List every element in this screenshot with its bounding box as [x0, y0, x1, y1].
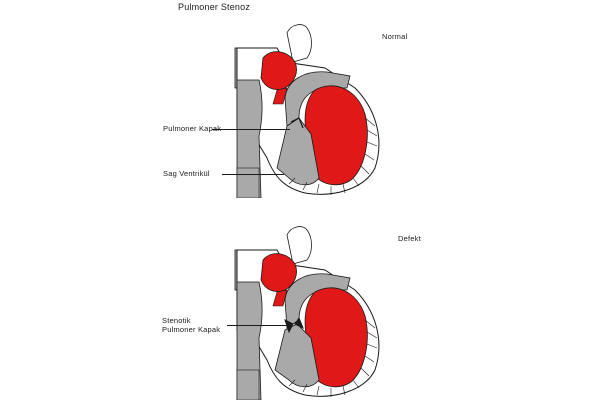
inferior-vena-cava [236, 167, 260, 198]
normal-heart-illustration [234, 24, 380, 198]
left-atrium [260, 253, 297, 292]
myocardium-striations [288, 117, 378, 195]
aorta [286, 24, 312, 63]
left-atrium [260, 51, 297, 90]
pulmonary-valve-leader-line [212, 129, 290, 130]
left-ventricle [304, 85, 368, 186]
stenotic-valve-leader-line [227, 325, 287, 326]
stenotic-valve-label-line1: Stenotik [162, 316, 191, 325]
normal-caption: Normal [382, 32, 408, 41]
stenotic-valve-label-line2: Pulmoner Kapak [162, 325, 221, 334]
defect-caption: Defekt [398, 234, 421, 243]
right-ventricle [274, 323, 320, 388]
pulmonary-vein [272, 87, 288, 105]
myocardium-striations [288, 319, 378, 397]
right-ventricle-leader-line [222, 174, 284, 175]
stenotic-pulmonary-valve [284, 316, 304, 334]
diagram-title: Pulmoner Stenoz [178, 2, 251, 12]
pulmonary-valve [290, 117, 304, 129]
aorta [286, 226, 312, 265]
stenotic-valve-label: Stenotik Pulmoner Kapak [162, 316, 220, 334]
right-ventricle-label: Sag Ventrikül [163, 169, 210, 178]
right-ventricle [276, 117, 320, 186]
left-ventricle [304, 287, 368, 388]
pulmonary-vein [272, 289, 288, 307]
defect-heart-illustration [234, 226, 380, 400]
inferior-vena-cava [236, 369, 260, 400]
pulmonary-valve-label: Pulmoner Kapak [163, 124, 222, 133]
